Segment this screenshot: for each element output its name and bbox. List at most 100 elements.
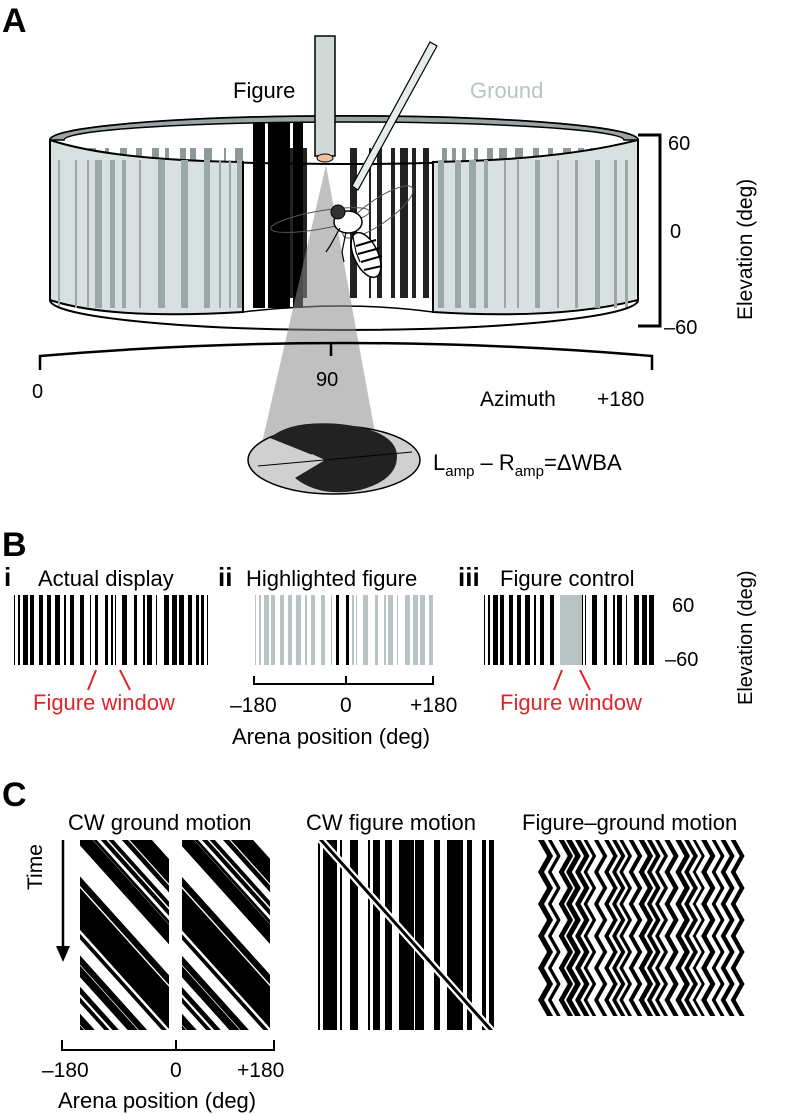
display-stripe xyxy=(311,595,315,665)
elevation-tick-top: 60 xyxy=(668,133,690,155)
display-stripe xyxy=(617,595,622,665)
right-panel-stripes xyxy=(438,160,628,308)
display-stripe xyxy=(156,595,157,665)
display-stripe xyxy=(649,595,654,665)
display-stripe xyxy=(18,595,20,665)
kymo-band xyxy=(83,840,169,936)
display-stripe xyxy=(346,595,349,665)
panel-b-x-tick-pos180: +180 xyxy=(410,694,457,717)
arena-front-left-panel xyxy=(49,138,244,316)
display-stripe xyxy=(397,595,398,665)
kymo-bar xyxy=(489,840,494,1030)
kymo-band xyxy=(80,876,169,985)
panel-stripe xyxy=(237,160,242,308)
display-stripe xyxy=(280,595,284,665)
kymo-bar xyxy=(482,840,486,1030)
azimuth-tick-0: 0 xyxy=(32,381,43,403)
panel-stripe xyxy=(455,160,461,308)
ground-stripe xyxy=(300,148,307,298)
display-stripe xyxy=(642,595,647,665)
elevation-tick-mid: 0 xyxy=(670,221,681,243)
panel-stripe xyxy=(535,160,540,308)
panel-stripe xyxy=(75,160,77,308)
electrode xyxy=(351,41,438,191)
display-stripe xyxy=(201,595,204,665)
azimuth-tick-90: 90 xyxy=(316,369,338,391)
display-stripe xyxy=(95,595,98,665)
wing-beat-disc xyxy=(247,423,421,495)
kymo-band xyxy=(223,840,270,893)
panel-a-letter: A xyxy=(2,2,27,40)
kymo-band xyxy=(182,1018,193,1030)
panel-stripe xyxy=(575,160,578,308)
fly-wing-right xyxy=(342,185,414,239)
ground-stripe xyxy=(369,148,371,298)
tether-rod xyxy=(314,35,336,157)
kymo-band xyxy=(182,841,270,945)
display-stripe xyxy=(634,595,639,665)
panel-b-title-ii: Highlighted figure xyxy=(246,566,417,591)
kymo-bar xyxy=(467,840,472,1030)
display-stripe xyxy=(188,595,192,665)
kymo-bar xyxy=(368,840,370,1030)
kymo-zigzag xyxy=(711,840,725,1016)
kymo-band xyxy=(194,840,270,925)
panel-c-title-2: CW figure motion xyxy=(306,810,476,835)
panel-c-x-tick-0: 0 xyxy=(170,1059,182,1082)
display-stripe xyxy=(352,595,354,665)
kymo-zigzag xyxy=(646,840,661,1016)
kymograph-cw-ground-right xyxy=(182,840,270,1030)
display-stripe xyxy=(509,595,513,665)
panel-stripe xyxy=(158,160,165,308)
azimuth-tick-180: +180 xyxy=(597,388,644,411)
display-stripe xyxy=(534,595,536,665)
display-stripe xyxy=(70,595,74,665)
panel-stripe xyxy=(95,160,102,308)
fly-legs xyxy=(325,227,361,263)
display-stripe xyxy=(80,595,84,665)
display-stripe xyxy=(384,595,386,665)
kymograph-cw-ground-left xyxy=(80,840,169,1030)
display-stripe xyxy=(296,595,301,665)
kymo-band xyxy=(182,903,270,1011)
elevation-axis-label: Elevation (deg) xyxy=(734,179,757,320)
display-stripe xyxy=(122,595,127,665)
stripe-pattern-highlighted xyxy=(255,595,433,665)
kymo-bar xyxy=(385,840,392,1030)
kymo-band xyxy=(182,967,239,1030)
kymo-figure-diagonal-core xyxy=(319,840,493,1030)
display-stripe xyxy=(271,595,275,665)
kymo-band xyxy=(93,840,169,925)
kymo-zigzag xyxy=(612,840,626,1016)
display-stripe xyxy=(321,595,325,665)
ground-stripe xyxy=(289,148,293,298)
kymo-band xyxy=(80,888,169,993)
display-stripe xyxy=(90,595,91,665)
kymo-band xyxy=(80,927,169,1029)
panel-b-elev-tick-top: 60 xyxy=(672,595,694,617)
display-stripe xyxy=(64,595,66,665)
elevation-tick-bottom: –60 xyxy=(664,317,697,339)
kymo-zigzag xyxy=(547,840,561,1016)
kymo-band xyxy=(182,840,270,941)
fly-head xyxy=(330,204,346,220)
kymo-zigzag xyxy=(583,840,597,1016)
figure-window-label-iii: Figure window xyxy=(500,690,642,715)
kymo-band xyxy=(182,934,269,1030)
display-stripe xyxy=(255,595,256,665)
panel-stripe xyxy=(110,160,115,308)
display-stripe xyxy=(626,595,627,665)
display-stripe xyxy=(484,595,485,665)
display-stripe xyxy=(336,595,339,665)
kymo-band xyxy=(182,986,221,1030)
kymo-zigzag xyxy=(664,840,679,1016)
time-label: Time xyxy=(24,844,47,890)
fly-abdomen xyxy=(350,231,382,279)
panel-stripe xyxy=(614,160,617,308)
display-stripe xyxy=(259,595,261,665)
kymo-bar xyxy=(415,840,424,1030)
kymograph-cw-figure xyxy=(316,840,496,1030)
kymo-band xyxy=(182,1025,186,1030)
figure-stripe xyxy=(268,118,290,308)
